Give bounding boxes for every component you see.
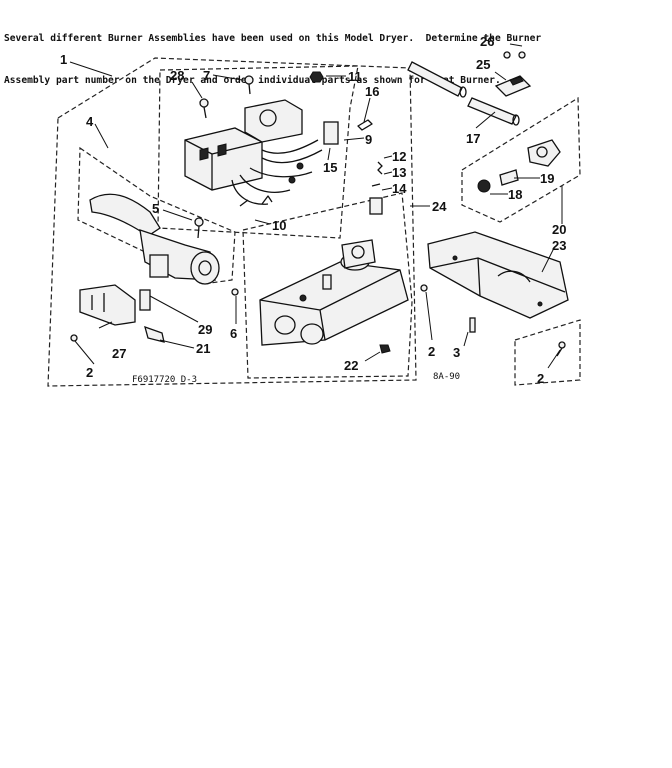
callout-6: 6 bbox=[230, 326, 237, 341]
callout-19: 19 bbox=[540, 171, 554, 186]
bracket-23 bbox=[427, 231, 569, 319]
callout-5: 5 bbox=[152, 201, 159, 216]
screw-2-right bbox=[556, 341, 566, 357]
callout-1: 1 bbox=[60, 52, 67, 67]
callout-29: 29 bbox=[198, 322, 212, 337]
plug-14 bbox=[369, 197, 383, 215]
igniter-group-outline bbox=[77, 146, 236, 284]
igniter-assembly bbox=[89, 193, 220, 285]
callout-26: 26 bbox=[480, 34, 494, 49]
callout-17: 17 bbox=[466, 131, 480, 146]
ref-code: 8A-90 bbox=[433, 372, 460, 382]
bracket-group-outline bbox=[461, 96, 581, 223]
callout-2-left: 2 bbox=[86, 365, 93, 380]
callout-16: 16 bbox=[365, 84, 379, 99]
callout-25: 25 bbox=[476, 57, 490, 72]
callout-14: 14 bbox=[392, 181, 407, 196]
callout-3: 3 bbox=[453, 345, 460, 360]
tube-17 bbox=[467, 97, 520, 126]
callout-2-mid: 2 bbox=[428, 344, 435, 359]
screw-6 bbox=[231, 288, 239, 296]
screw-2-left bbox=[70, 334, 78, 342]
valve-19 bbox=[527, 139, 561, 167]
callout-13: 13 bbox=[392, 165, 406, 180]
callout-labels: 1 2 2 2 3 4 5 6 7 9 10 11 12 13 14 15 16… bbox=[60, 34, 566, 386]
tube-upper bbox=[407, 61, 467, 98]
callout-22: 22 bbox=[344, 358, 358, 373]
callout-18: 18 bbox=[508, 187, 522, 202]
callout-10: 10 bbox=[272, 218, 286, 233]
screw-3 bbox=[469, 317, 476, 333]
instruction-line-2: Assembly part number on the Dryer and or… bbox=[4, 75, 501, 86]
connector-21 bbox=[144, 325, 165, 343]
orifice-18 bbox=[477, 169, 519, 193]
figure-id: F6917720 D-3 bbox=[132, 375, 197, 385]
instruction-note: Several different Burner Assemblies have… bbox=[4, 4, 668, 102]
screw-28 bbox=[199, 98, 209, 119]
screw-5 bbox=[194, 217, 204, 239]
spring-12 bbox=[377, 161, 383, 175]
plug-22 bbox=[379, 344, 391, 354]
callout-24: 24 bbox=[432, 199, 447, 214]
nut-11 bbox=[309, 71, 324, 83]
callout-23: 23 bbox=[552, 238, 566, 253]
screws-26 bbox=[503, 51, 526, 59]
coil-assembly bbox=[184, 99, 339, 205]
leader-lines bbox=[69, 43, 563, 369]
washer-13 bbox=[371, 183, 381, 187]
screw-2-mid bbox=[420, 284, 428, 292]
callout-12: 12 bbox=[392, 149, 406, 164]
gas-valve bbox=[259, 239, 409, 346]
right-assembly-outline bbox=[514, 319, 581, 386]
callout-21: 21 bbox=[196, 341, 210, 356]
callout-4: 4 bbox=[86, 114, 94, 129]
insulator-29 bbox=[139, 289, 151, 311]
clip-10 bbox=[239, 195, 273, 207]
callout-28: 28 bbox=[170, 68, 184, 83]
screw-7 bbox=[244, 75, 254, 95]
bracket-25 bbox=[494, 75, 532, 97]
callout-11: 11 bbox=[348, 69, 362, 84]
coil-group-outline bbox=[157, 65, 359, 239]
callout-7: 7 bbox=[203, 68, 210, 83]
callout-2-right: 2 bbox=[537, 371, 544, 386]
callout-20: 20 bbox=[552, 222, 566, 237]
callout-9: 9 bbox=[365, 132, 372, 147]
callout-27: 27 bbox=[112, 346, 126, 361]
bracket-27 bbox=[79, 284, 136, 326]
clip-16 bbox=[357, 119, 373, 131]
callout-15: 15 bbox=[323, 160, 337, 175]
instruction-line-1: Several different Burner Assemblies have… bbox=[4, 33, 542, 44]
